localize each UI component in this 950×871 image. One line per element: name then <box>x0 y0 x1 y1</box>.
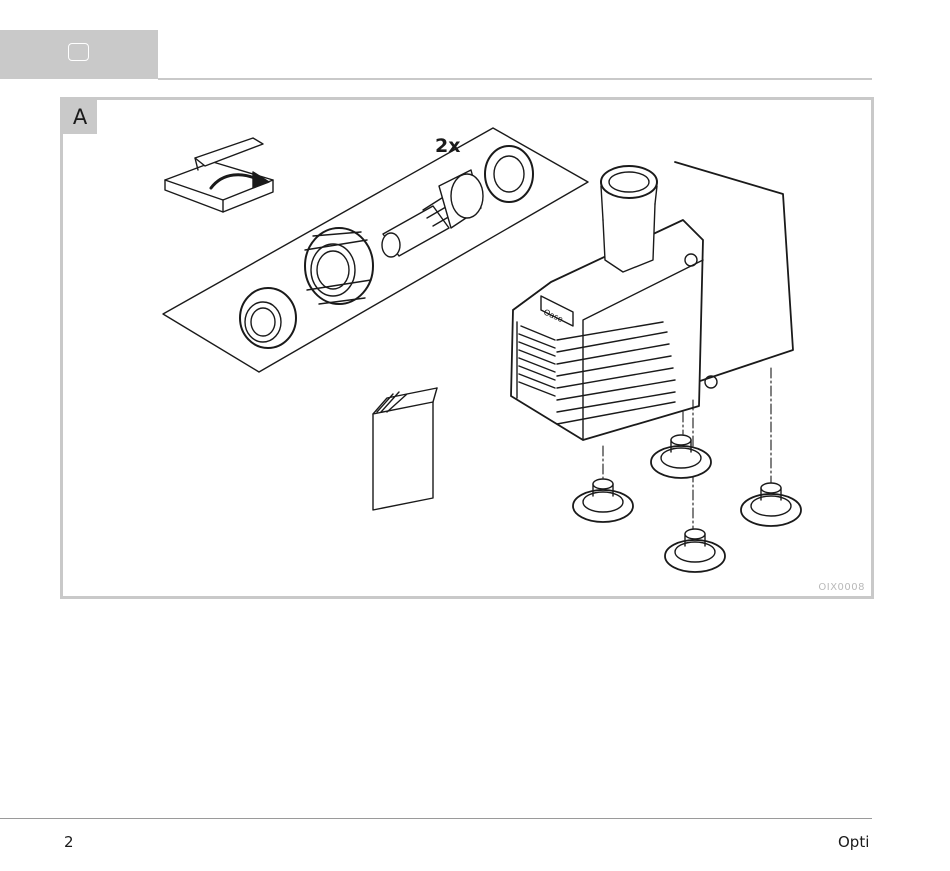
figure-code: OIX0008 <box>818 582 865 593</box>
page-number: 2 <box>64 833 74 851</box>
figure-a: Oase <box>60 97 874 599</box>
suction-cup-icon <box>573 435 801 572</box>
manual-booklet-icon <box>373 388 437 510</box>
header-tab <box>0 30 158 79</box>
pump-icon: Oase <box>511 162 793 440</box>
figure-illustration: Oase <box>63 100 871 596</box>
footer-title: Opti <box>838 833 869 851</box>
footer-rule <box>0 818 872 819</box>
quantity-label: 2x <box>435 135 460 157</box>
header-rule <box>158 78 872 80</box>
figure-label: A <box>63 100 97 134</box>
tab-square-icon <box>68 43 89 61</box>
box-icon <box>165 138 273 212</box>
